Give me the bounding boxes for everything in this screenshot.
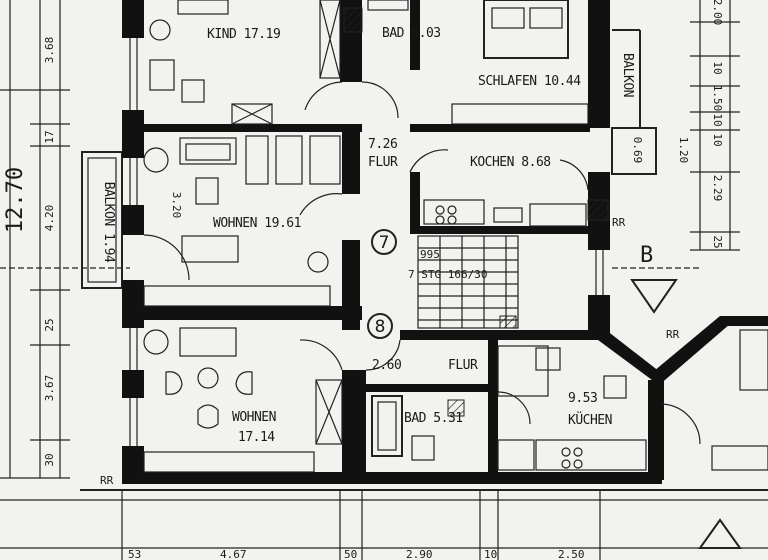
room-label-wohnen-top: WOHNEN 19.61 [213,216,301,231]
unit-marker-8 [367,313,393,339]
unit-7-label: 7 [379,233,390,253]
dim-bottom-4: 2.90 [406,548,433,560]
door-swings [143,81,701,445]
inner-walls [144,0,610,480]
dim-left-2: 17 [43,130,56,143]
room-label-bad-bottom: BAD 5.31 [404,411,463,426]
stair-note-2: 7 STG 166/30 [408,268,487,281]
bottom-dimension-chain: 53 4.67 50 2.90 10 2.50 [0,490,768,560]
room-label-wohnen-bottom: WOHNEN [232,410,276,425]
dim-right-1: 2.00 [711,0,724,25]
unit-8-label: 8 [375,317,386,337]
room-label-wohnen-bottom-area: 17.14 [238,430,275,445]
room-label-schlafen: SCHLAFEN 10.44 [478,74,581,89]
dim-bottom-3: 50 [344,548,357,560]
dim-right-2: 10 [711,61,724,74]
right-dimension-chain: 2.00 10 1.50 10 1.20 10 2.29 25 [677,0,740,251]
dim-left-overall: 12.70 [3,167,28,233]
unit-marker-7 [371,229,397,255]
dim-bottom-1: 53 [128,548,141,560]
label-balkon-right: BALKON [620,53,635,97]
room-label-bad-top: BAD 5.03 [382,26,441,41]
staircase [417,235,519,329]
room-label-kind: KIND 17.19 [207,27,280,42]
furniture [143,0,768,473]
dim-left-4: 25 [43,318,56,331]
wardrobe-schlafen [451,103,589,125]
room-label-kochen-bottom-area: 9.53 [568,391,597,406]
dim-right-8: 25 [711,235,724,248]
dim-bottom-2: 4.67 [220,548,247,560]
rr-label-2: RR [666,328,680,341]
room-label-flur-top-area: 7.26 [368,137,397,152]
dim-right-7: 2.29 [711,175,724,202]
room-label-kochen-top: KOCHEN 8.68 [470,155,551,170]
dim-bottom-5: 10 [484,548,497,560]
dim-left-3: 4.20 [43,205,56,232]
dim-right-5: 1.20 [677,137,690,164]
room-label-flur-top: FLUR [368,155,398,170]
room-labels: KIND 17.19 BAD 5.03 SCHLAFEN 10.44 7.26 … [170,26,612,445]
rr-label-3: RR [100,474,114,487]
label-balkon-right-area: 0.69 [631,137,644,164]
outer-walls [80,0,768,491]
label-balkon-left: BALKON 1.94 [101,182,116,263]
room-label-flur-bottom: FLUR [448,358,478,373]
dim-bottom-6: 2.50 [558,548,585,560]
section-mark-label: B [640,243,653,268]
unit-markers: 7 8 995 7 STG 166/30 RR RR RR [100,216,680,487]
room-label-flur-bottom-area: 2.60 [372,358,401,373]
dim-left-1: 3.68 [43,37,56,64]
stair-note-1: 995 [420,248,440,261]
rr-label-1: RR [612,216,626,229]
dim-right-3: 1.50 [711,85,724,112]
room-label-kochen-bottom: KÜCHEN [568,411,612,428]
dim-left-6: 30 [43,453,56,466]
left-dimension-chain: 12.70 3.68 17 4.20 25 3.67 30 [0,0,130,479]
section-marker-b: B [612,243,700,314]
dim-right-4: 10 [711,113,724,126]
dim-right-6: 10 [711,133,724,146]
dim-inner-left: 3.20 [170,192,183,219]
dim-left-5: 3.67 [43,375,56,402]
balcony-right: BALKON 0.69 [611,29,657,175]
